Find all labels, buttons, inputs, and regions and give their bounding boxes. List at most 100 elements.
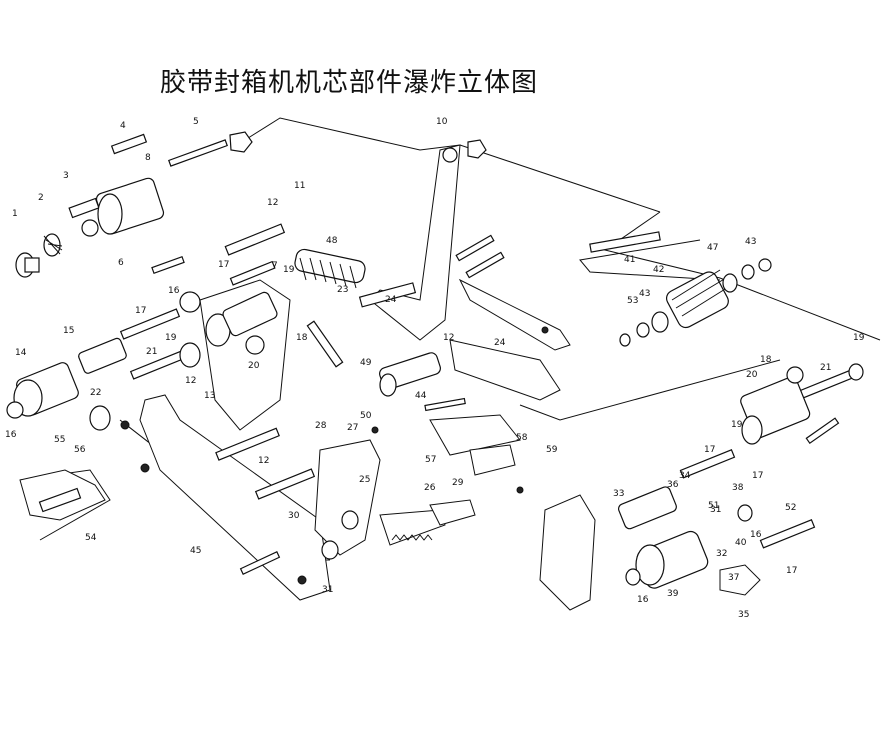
part-callout-18: 18 bbox=[296, 333, 308, 343]
part-callout-24: 24 bbox=[494, 338, 506, 348]
part-callout-54: 54 bbox=[85, 533, 97, 543]
part-callout-4: 4 bbox=[120, 121, 126, 131]
part-callout-16: 16 bbox=[750, 530, 762, 540]
part-callout-31: 31 bbox=[710, 505, 721, 515]
part-24-link-b bbox=[458, 278, 571, 351]
leader-frame-top bbox=[244, 117, 661, 213]
part-callout-11: 11 bbox=[294, 181, 305, 191]
part-callout-28: 28 bbox=[315, 421, 327, 431]
part-callout-40: 40 bbox=[735, 538, 747, 548]
part-callout-19: 19 bbox=[731, 420, 743, 430]
part-12-rod bbox=[224, 223, 286, 256]
nut-small-d bbox=[541, 326, 549, 334]
part-42-knurl bbox=[671, 269, 731, 317]
part-15-roller bbox=[78, 337, 127, 374]
part-18-bushing bbox=[786, 366, 804, 384]
part-44-face bbox=[379, 373, 397, 397]
part-callout-13: 13 bbox=[204, 391, 215, 401]
part-callout-41: 41 bbox=[624, 255, 635, 265]
part-callout-12: 12 bbox=[443, 333, 454, 343]
part-16-washer bbox=[6, 401, 24, 419]
part-callout-51: 51 bbox=[708, 501, 719, 511]
part-callout-53: 53 bbox=[627, 296, 638, 306]
part-callout-43: 43 bbox=[745, 237, 756, 247]
part-43-c bbox=[758, 258, 772, 272]
part-callout-20: 20 bbox=[248, 361, 260, 371]
part-22-bushing bbox=[89, 405, 111, 431]
part-callout-58: 58 bbox=[516, 433, 528, 443]
part-callout-17: 17 bbox=[704, 445, 715, 455]
part-callout-12: 12 bbox=[258, 456, 269, 466]
leader-frame-shaft41 bbox=[579, 239, 721, 281]
part-callout-39: 39 bbox=[667, 589, 679, 599]
screw-a bbox=[455, 234, 495, 262]
screw-b bbox=[465, 251, 505, 279]
part-callout-50: 50 bbox=[360, 411, 372, 421]
part-58-block bbox=[469, 444, 516, 476]
part-callout-19: 19 bbox=[283, 265, 295, 275]
part-28-arm bbox=[314, 439, 381, 556]
part-4-key bbox=[110, 133, 148, 155]
part-callout-1: 1 bbox=[12, 209, 18, 219]
part-20-bushing bbox=[245, 335, 265, 355]
part-callout-38: 38 bbox=[732, 483, 744, 493]
part-6-pin bbox=[151, 255, 185, 275]
part-48-spring bbox=[294, 248, 366, 284]
leader-frame-right-top bbox=[603, 211, 881, 341]
part-callout-14: 14 bbox=[15, 348, 27, 358]
part-callout-17: 17 bbox=[218, 260, 229, 270]
part-callout-17: 17 bbox=[786, 566, 797, 576]
part-17-rod bbox=[229, 260, 276, 286]
part-callout-56: 56 bbox=[74, 445, 86, 455]
part-5-nut bbox=[229, 131, 253, 153]
part-callout-15: 15 bbox=[63, 326, 74, 336]
part-callout-6: 6 bbox=[118, 258, 124, 268]
part-10-nut bbox=[467, 139, 487, 159]
part-callout-20: 20 bbox=[746, 370, 758, 380]
part-callout-3: 3 bbox=[63, 171, 69, 181]
part-callout-43: 43 bbox=[639, 289, 650, 299]
part-callout-16: 16 bbox=[637, 595, 649, 605]
nut-small-b bbox=[140, 463, 150, 473]
part-31-plate bbox=[539, 494, 596, 611]
part-2-coils bbox=[43, 235, 63, 255]
part-29-rack bbox=[429, 499, 476, 526]
part-12-rod-b bbox=[215, 427, 280, 461]
part-callout-16: 16 bbox=[168, 286, 180, 296]
part-callout-30: 30 bbox=[288, 511, 300, 521]
part-callout-49: 49 bbox=[360, 358, 372, 368]
screw-e bbox=[424, 397, 466, 412]
part-32-plate bbox=[719, 564, 761, 596]
part-callout-55: 55 bbox=[54, 435, 65, 445]
part-callout-29: 29 bbox=[452, 478, 464, 488]
part-callout-18: 18 bbox=[760, 355, 772, 365]
part-callout-34: 34 bbox=[679, 471, 691, 481]
part-47-bushing bbox=[722, 273, 738, 293]
part-23-bar bbox=[358, 282, 417, 308]
part-callout-26: 26 bbox=[424, 483, 436, 493]
part-53-b bbox=[619, 333, 631, 347]
part-31-hub bbox=[321, 540, 339, 560]
part-callout-5: 5 bbox=[193, 117, 199, 127]
part-17-roller bbox=[222, 291, 278, 337]
part-callout-33: 33 bbox=[613, 489, 624, 499]
part-callout-31: 31 bbox=[322, 585, 333, 595]
part-41-shaft bbox=[589, 231, 661, 253]
part-34-roller bbox=[618, 486, 677, 530]
part-callout-42: 42 bbox=[653, 265, 664, 275]
part-callout-21: 21 bbox=[146, 347, 157, 357]
part-16-c bbox=[625, 568, 641, 586]
part-callout-7: 7 bbox=[272, 261, 278, 271]
parts-layer bbox=[6, 117, 881, 611]
part-callout-44: 44 bbox=[415, 391, 427, 401]
part-callout-24: 24 bbox=[385, 295, 397, 305]
part-53-nut bbox=[636, 322, 650, 338]
part-19-face bbox=[741, 415, 763, 445]
part-17-rod-d bbox=[679, 449, 736, 479]
part-callout-22: 22 bbox=[90, 388, 101, 398]
part-callout-19: 19 bbox=[853, 333, 865, 343]
part-callout-12: 12 bbox=[185, 376, 196, 386]
part-21-rod bbox=[799, 369, 856, 399]
